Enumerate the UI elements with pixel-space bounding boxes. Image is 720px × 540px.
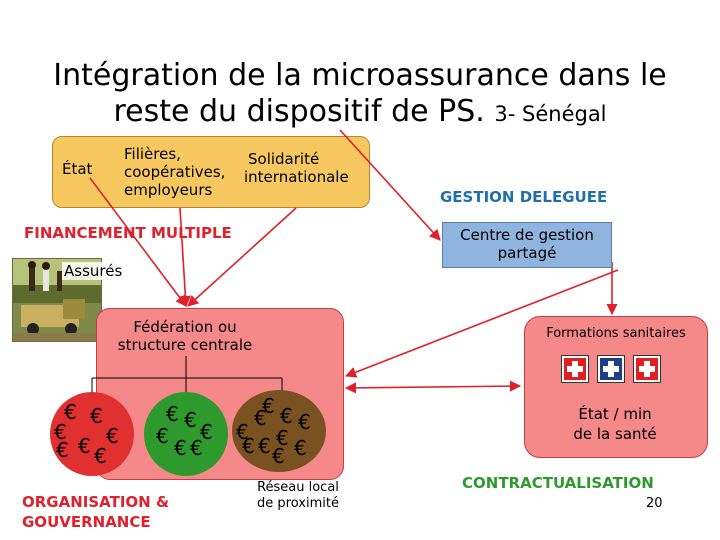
funder-solidarite: Solidarité internationale [244, 150, 349, 186]
euro-symbol: € [272, 444, 285, 468]
reseau-line-1: Réseau local [257, 480, 339, 495]
funders-box [52, 136, 370, 208]
euro-circle-brown: € € € € € € € € € € [232, 390, 326, 472]
euro-symbol: € [258, 434, 271, 458]
reseau-local-label: Réseau local de proximité [254, 480, 342, 512]
euro-symbol: € [236, 420, 249, 444]
solidarite-line-2: internationale [244, 168, 349, 186]
euro-symbol: € [64, 400, 77, 424]
formations-sanitaires-box [524, 316, 708, 458]
title-line-2-main: reste du dispositif de PS. [113, 94, 485, 129]
euro-symbol: € [184, 408, 197, 432]
euro-symbol: € [54, 420, 67, 444]
euro-symbol: € [276, 426, 289, 450]
organisation-line-1: ORGANISATION & [22, 493, 170, 511]
reseau-line-2: de proximité [257, 496, 339, 511]
title-line-2: reste du dispositif de PS. 3- Sénégal [40, 94, 680, 132]
euro-symbol: € [242, 434, 255, 458]
title-line-1: Intégration de la microassurance dans le [53, 58, 667, 93]
euro-symbol: € [280, 404, 293, 428]
euro-circle-red: € € € € € € € [50, 392, 134, 476]
relation-arrows [339, 129, 619, 394]
etatmin-line-1: État / min [578, 405, 652, 423]
funder-filieres: Filières, coopératives, employeurs [124, 145, 225, 199]
contractualisation-label: CONTRACTUALISATION [462, 474, 654, 492]
euro-symbol: € [200, 420, 213, 444]
euro-circle-green: € € € € € € [144, 392, 228, 476]
tree-connectors [91, 356, 283, 394]
filieres-line-2: coopératives, [124, 163, 226, 181]
euro-symbol: € [262, 394, 275, 418]
centre-gestion-box: Centre de gestion partagé [442, 222, 612, 268]
filieres-line-3: employeurs [124, 181, 213, 199]
organisation-line-2: GOUVERNANCE [22, 513, 151, 531]
euro-symbol: € [156, 424, 169, 448]
euro-symbol: € [56, 438, 69, 462]
field-workers-photo [12, 258, 102, 342]
euro-symbol: € [166, 402, 179, 426]
title-line-2-sub: 3- Sénégal [494, 102, 607, 126]
page-number: 20 [646, 496, 663, 511]
euro-symbol: € [90, 404, 103, 428]
euro-symbol: € [94, 444, 107, 468]
health-cross-icon [562, 356, 588, 382]
centre-line-2: partagé [497, 244, 557, 262]
organisation-gouvernance-label: ORGANISATION & GOUVERNANCE [22, 492, 169, 532]
centre-line-1: Centre de gestion [460, 226, 594, 244]
euro-symbol: € [78, 434, 91, 458]
euro-symbol: € [254, 406, 267, 430]
health-cross-icon [598, 356, 624, 382]
solidarite-line-1: Solidarité [248, 150, 320, 168]
euro-symbol: € [190, 436, 203, 460]
financement-multiple-label: FINANCEMENT MULTIPLE [24, 224, 232, 242]
federation-line-1: Fédération ou [133, 318, 237, 336]
etat-ministere-label: État / min de la santé [560, 404, 670, 444]
assures-label: Assurés [62, 262, 125, 280]
euro-symbol: € [294, 436, 307, 460]
slide-title: Intégration de la microassurance dans le… [40, 58, 680, 132]
gestion-deleguee-label: GESTION DELEGUEE [440, 188, 608, 206]
formations-sanitaires-label: Formations sanitaires [546, 326, 686, 341]
funding-arrows [89, 177, 297, 308]
federation-line-2: structure centrale [117, 336, 253, 354]
funder-etat: État [62, 160, 93, 178]
euro-symbol: € [174, 436, 187, 460]
euro-symbol: € [106, 424, 119, 448]
euro-symbol: € [298, 410, 311, 434]
filieres-line-1: Filières, [124, 145, 181, 163]
federation-label: Fédération ou structure centrale [100, 318, 270, 354]
health-cross-icon [634, 356, 660, 382]
etatmin-line-2: de la santé [573, 425, 657, 443]
